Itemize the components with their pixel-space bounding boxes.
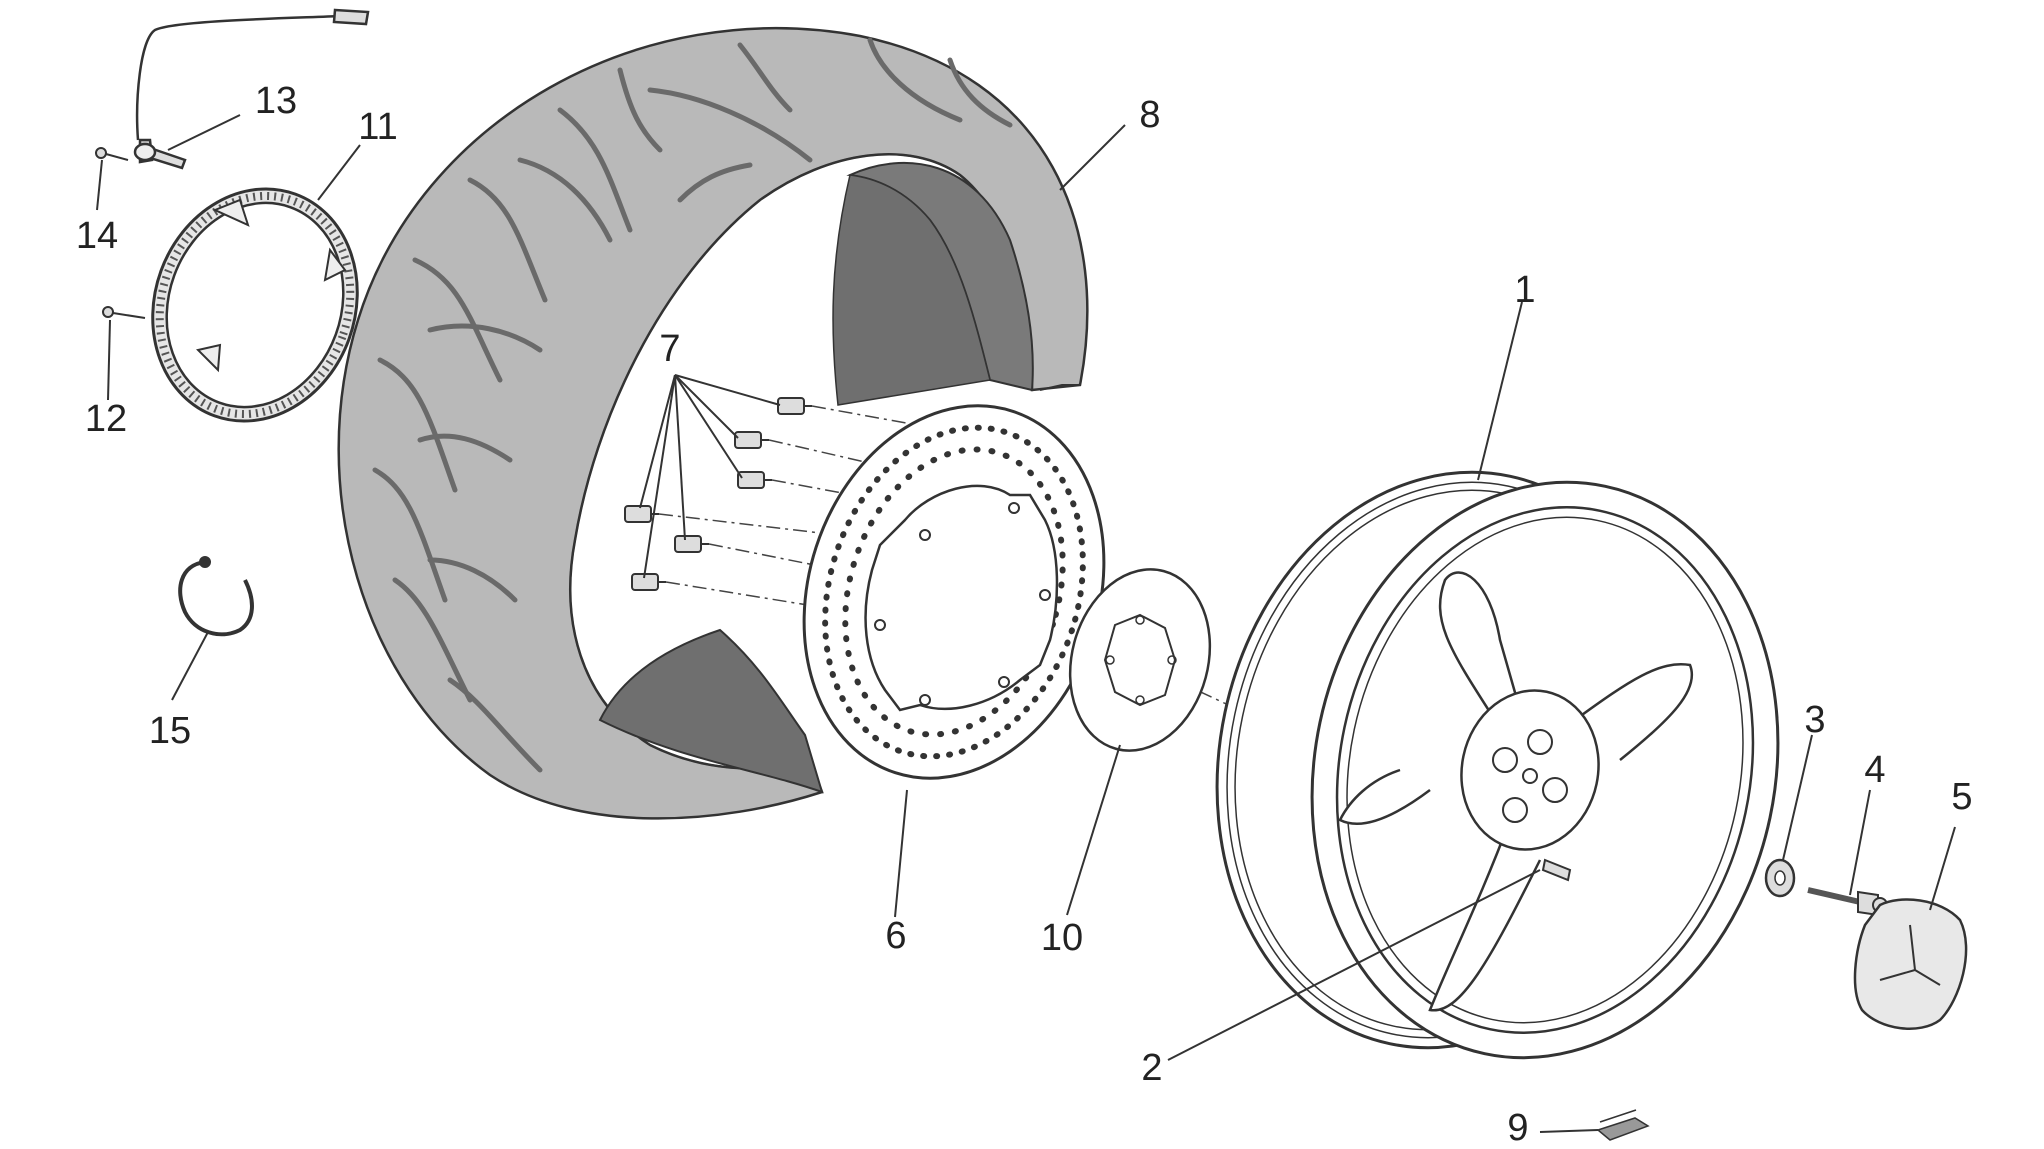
- callout-6: 6: [885, 915, 907, 957]
- callout-14: 14: [75, 215, 119, 257]
- brake-disc: [802, 404, 1106, 780]
- spacer-plate: [1068, 568, 1212, 752]
- abs-sensor: [133, 8, 370, 170]
- tire: [337, 27, 1089, 820]
- callout-2: 2: [1141, 1047, 1163, 1089]
- balance-weight: [1596, 1109, 1650, 1141]
- hub-cap: [1853, 898, 1968, 1030]
- leader-lines: [96, 114, 1956, 1133]
- abs-tone-ring: [151, 187, 359, 423]
- callout-1: 1: [1514, 269, 1536, 311]
- callout-11: 11: [358, 106, 398, 148]
- abs-screw-upper: [95, 147, 129, 161]
- brake-disc-screws: [624, 397, 812, 591]
- washer: [1764, 858, 1796, 898]
- callout-15: 15: [148, 710, 192, 752]
- callout-5: 5: [1951, 776, 1973, 818]
- callout-12: 12: [84, 398, 128, 440]
- abs-ring-screw: [102, 306, 146, 319]
- callout-3: 3: [1804, 699, 1826, 741]
- wheel-rim: [1215, 470, 1780, 1060]
- callout-8: 8: [1139, 94, 1161, 136]
- circlip: [178, 556, 254, 637]
- callout-7: 7: [659, 328, 681, 370]
- callout-9: 9: [1507, 1107, 1529, 1149]
- callout-13: 13: [254, 80, 298, 122]
- callout-4: 4: [1864, 749, 1886, 791]
- callout-10: 10: [1040, 917, 1084, 959]
